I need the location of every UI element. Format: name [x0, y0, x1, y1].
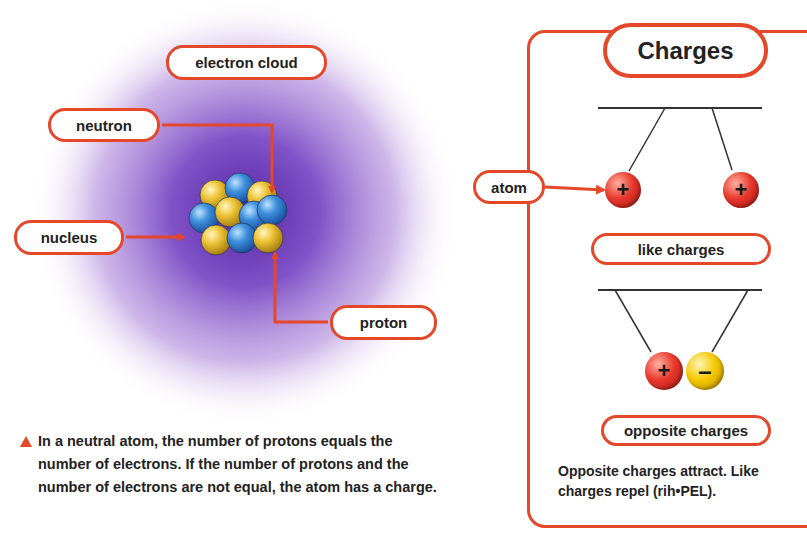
- panel-note: Opposite charges attract. Like charges r…: [558, 461, 806, 501]
- label-text: like charges: [638, 241, 725, 258]
- label-pill: atom: [473, 170, 545, 204]
- charge-sign: –: [698, 359, 711, 383]
- label-text: electron cloud: [195, 54, 298, 71]
- label-pill: neutron: [48, 108, 160, 142]
- charge-ball: +: [723, 172, 759, 208]
- label-text: proton: [360, 314, 407, 331]
- charge-ball: +: [605, 172, 641, 208]
- label-pill: like charges: [591, 233, 771, 265]
- charge-sign: +: [617, 179, 630, 201]
- label-pill: proton: [330, 305, 437, 340]
- electron-cloud: [30, 0, 460, 427]
- label-text: opposite charges: [624, 422, 748, 439]
- charge-ball: –: [686, 352, 724, 390]
- pointer-arrow: [545, 187, 604, 190]
- charge-sign: +: [658, 360, 671, 382]
- label-pill: nucleus: [14, 220, 124, 255]
- label-pill: opposite charges: [601, 415, 771, 446]
- charge-sign: +: [735, 179, 748, 201]
- label-text: neutron: [76, 117, 132, 134]
- leader-lines: [126, 125, 328, 322]
- caption-triangle: [20, 436, 32, 447]
- panel-heading: Charges: [603, 23, 768, 78]
- label-text: atom: [491, 179, 527, 196]
- figure-caption: In a neutral atom, the number of protons…: [38, 430, 448, 499]
- label-pill: electron cloud: [166, 45, 327, 80]
- charges-panel: ChargesOpposite charges attract. Like ch…: [527, 30, 807, 528]
- label-text: nucleus: [41, 229, 98, 246]
- charge-ball: +: [645, 352, 683, 390]
- hanging-strings: [598, 108, 762, 352]
